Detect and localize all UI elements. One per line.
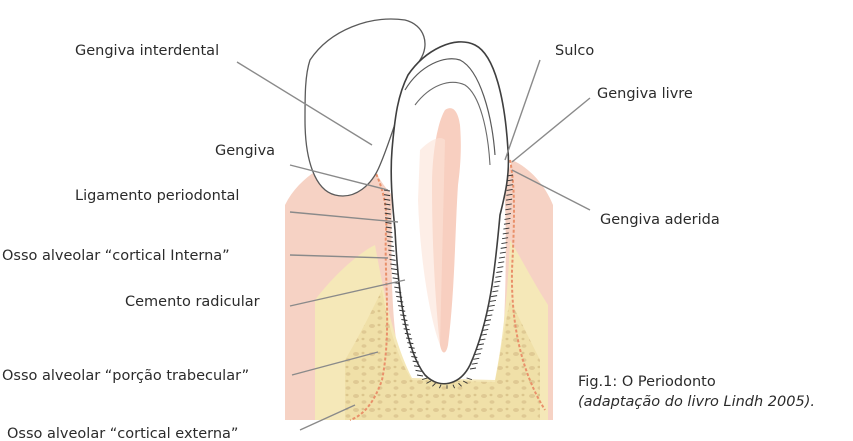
pdl-fiber <box>470 368 476 369</box>
pdl-fiber <box>489 305 495 306</box>
pdl-fiber <box>473 358 479 359</box>
pdl-fiber <box>416 370 422 371</box>
pdl-fiber <box>472 363 478 364</box>
pdl-fiber <box>491 296 497 297</box>
pdl-fiber <box>488 310 494 311</box>
pdl-fiber <box>498 262 504 263</box>
leader-sulco <box>505 60 540 160</box>
pdl-fiber <box>417 375 423 376</box>
label-gengiva-aderida: Gengiva aderida <box>600 212 720 228</box>
pdl-fiber <box>494 281 500 282</box>
figure-caption-source: (adaptação do livro Lindh 2005). <box>578 394 815 410</box>
pdl-fiber <box>497 267 503 268</box>
pdl-fiber <box>500 252 506 253</box>
pdl-fiber <box>492 291 498 292</box>
pdl-fiber <box>392 273 398 274</box>
pdl-fiber <box>490 300 496 301</box>
figure-caption-title: Fig.1: O Periodonto <box>578 374 716 390</box>
label-osso-cortical-interna: Osso alveolar “cortical Interna” <box>2 248 230 264</box>
pdl-fiber <box>475 354 481 355</box>
label-osso-cortical-externa: Osso alveolar “cortical externa” <box>7 426 238 441</box>
label-osso-trabecular: Osso alveolar “porção trabecular” <box>2 368 249 384</box>
pdl-fiber <box>499 257 505 258</box>
pdl-fiber <box>391 269 397 270</box>
label-gengiva-interdental: Gengiva interdental <box>75 43 219 59</box>
pdl-fiber <box>486 315 492 316</box>
label-gengiva: Gengiva <box>215 143 275 159</box>
pdl-fiber <box>495 276 501 277</box>
pdl-fiber <box>493 286 499 287</box>
label-gengiva-livre: Gengiva livre <box>597 86 693 102</box>
label-cemento-radicular: Cemento radicular <box>125 294 260 310</box>
label-sulco: Sulco <box>555 43 594 59</box>
pdl-fiber <box>496 272 502 273</box>
label-ligamento-periodontal: Ligamento periodontal <box>75 188 239 204</box>
pdl-fiber <box>393 278 399 279</box>
